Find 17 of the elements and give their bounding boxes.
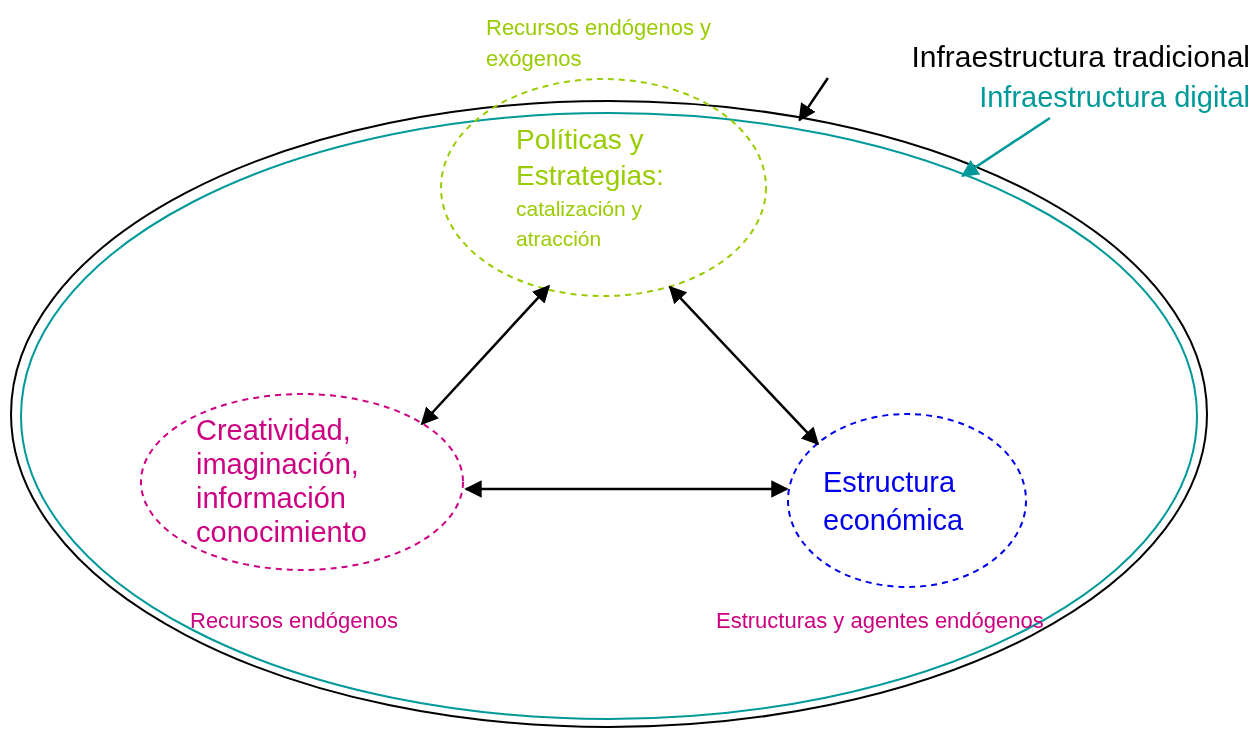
node-title: Políticas y Estrategias: xyxy=(516,123,665,193)
node-subtitle: catalización y atracción xyxy=(516,196,644,252)
callout-text: Infraestructura digital xyxy=(866,78,1250,118)
node-caption: Recursos endógenos y exógenos xyxy=(486,14,713,73)
leader-arrow xyxy=(960,116,1051,177)
dashed-ellipse xyxy=(787,413,1027,588)
node-caption: Recursos endógenos xyxy=(190,607,399,635)
node-title: Creatividad, imaginación, información conocimiento xyxy=(196,413,368,549)
double-arrow xyxy=(420,284,551,426)
double-arrow xyxy=(668,285,820,446)
leader-arrow xyxy=(798,77,829,122)
double-arrow xyxy=(464,480,789,498)
dashed-ellipse xyxy=(440,78,767,297)
dashed-ellipse xyxy=(140,393,464,571)
node-title: Estructura económica xyxy=(823,465,965,538)
callout-text: Infraestructura tradicional xyxy=(800,34,1250,78)
node-caption: Estructuras y agentes endógenos xyxy=(716,607,1045,635)
